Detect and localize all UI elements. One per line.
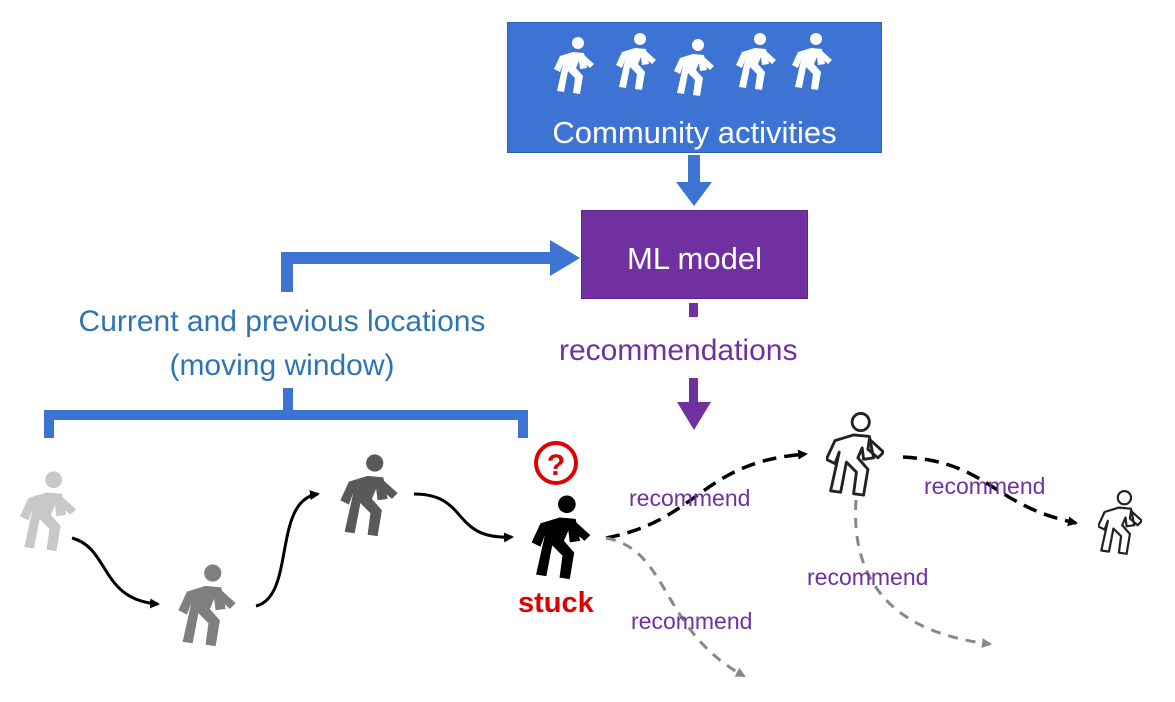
locations-caption-line1: Current and previous locations bbox=[78, 305, 486, 338]
walker-icon bbox=[616, 33, 656, 90]
trajectory-arrow-2 bbox=[255, 490, 320, 608]
trajectory-arrow-1 bbox=[71, 536, 160, 609]
walker-icon bbox=[736, 33, 776, 90]
walker-icon bbox=[674, 39, 714, 96]
community-to-model-arrow bbox=[676, 155, 712, 206]
walker-icon-previous-2 bbox=[340, 454, 398, 537]
walker-icon-recommended-1 bbox=[826, 412, 884, 497]
recommend-path-top bbox=[605, 449, 808, 540]
walker-icon-oldest bbox=[20, 471, 76, 552]
community-activities-box: Community activities bbox=[507, 22, 882, 153]
question-mark-icon: ? bbox=[534, 441, 578, 485]
walker-icon bbox=[792, 33, 832, 90]
walker-icon-current-stuck bbox=[531, 495, 591, 580]
locations-caption-line2: (moving window) bbox=[169, 349, 395, 382]
recommend-path-bottom bbox=[605, 536, 746, 678]
community-activities-label: Community activities bbox=[552, 115, 837, 150]
community-walkers-icon-group bbox=[554, 33, 832, 96]
locations-to-model-arrow bbox=[281, 240, 580, 292]
model-to-recommendations-arrow bbox=[677, 303, 711, 430]
walker-icon-recommended-2 bbox=[1098, 489, 1142, 556]
moving-window-bracket bbox=[44, 388, 528, 438]
recommend-label-far: recommend bbox=[924, 473, 1046, 499]
trajectory-arrow-3 bbox=[413, 492, 514, 543]
svg-text:?: ? bbox=[547, 449, 565, 482]
recommend-label-middle: recommend bbox=[807, 564, 929, 590]
ml-model-box: ML model bbox=[581, 210, 808, 299]
recommend-label-top: recommend bbox=[629, 485, 751, 511]
recommend-path-far bbox=[902, 455, 1078, 527]
walker-icon-previous-1 bbox=[178, 564, 236, 647]
recommend-path-middle bbox=[854, 499, 992, 649]
recommend-label-bottom: recommend bbox=[631, 608, 753, 634]
walker-icon bbox=[554, 37, 594, 94]
locations-caption: Current and previous locations (moving w… bbox=[48, 300, 516, 388]
recommendations-label: recommendations bbox=[559, 334, 798, 367]
ml-model-label: ML model bbox=[627, 241, 762, 276]
stuck-label: stuck bbox=[518, 587, 594, 619]
